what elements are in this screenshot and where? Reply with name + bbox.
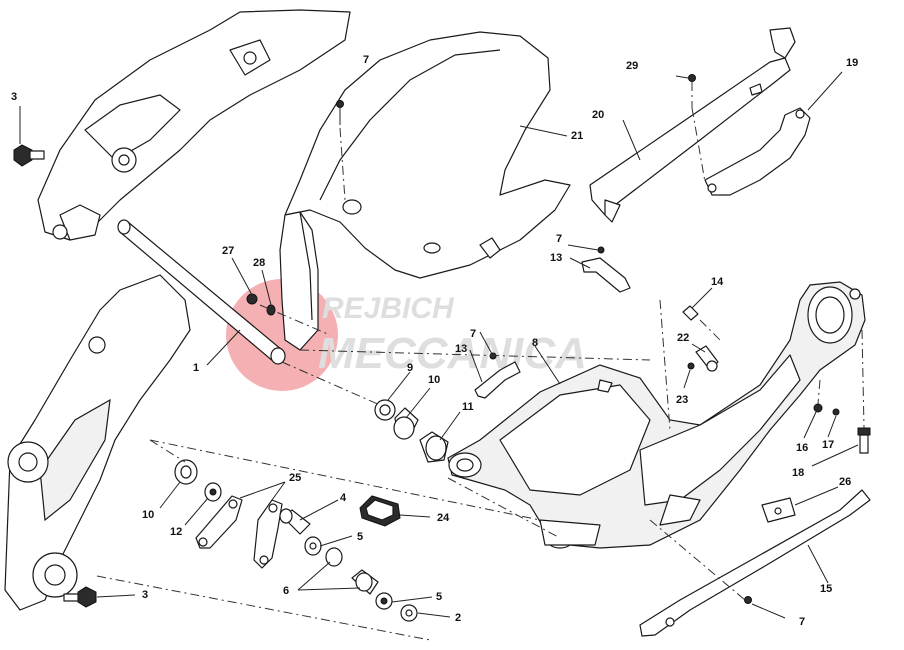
bushing-10-lower	[174, 459, 198, 485]
washer-5-lower	[375, 592, 393, 610]
callout-4: 4	[340, 492, 347, 504]
upper-frame	[37, 9, 351, 241]
callout-10-lower: 10	[142, 509, 154, 521]
callout-13-upper: 13	[550, 252, 562, 264]
callout-13-lower: 13	[455, 343, 467, 355]
plug-24	[359, 495, 401, 527]
callout-labels: 3 3 1 2 4 5 5 6 7 7 7 7 8 9 10 10 11 12 …	[11, 54, 858, 628]
callout-12: 12	[170, 526, 182, 538]
bolt-lower	[63, 586, 136, 608]
bolt-upper	[13, 106, 45, 167]
callout-7-slider: 7	[799, 616, 805, 628]
callout-8: 8	[532, 337, 538, 349]
callout-25: 25	[289, 472, 301, 484]
screw-27	[246, 293, 258, 305]
bushing-10-upper	[393, 407, 419, 440]
nut-16	[813, 403, 823, 413]
callout-24: 24	[437, 512, 450, 524]
lower-frame	[4, 274, 191, 611]
callout-21: 21	[571, 130, 583, 142]
assembly-lines	[96, 107, 865, 641]
swingarm	[447, 281, 866, 549]
washer-17	[832, 408, 840, 416]
callout-27: 27	[222, 245, 234, 257]
screw-14	[682, 305, 699, 321]
callout-10-upper: 10	[428, 374, 440, 386]
washer-28	[266, 304, 276, 316]
pin-4	[279, 508, 311, 535]
callout-22: 22	[677, 332, 689, 344]
screw-7-mudguard	[336, 100, 344, 125]
callout-26: 26	[839, 476, 851, 488]
cable-clip-lower	[474, 352, 521, 399]
bushing-9	[374, 399, 396, 421]
fitting-22	[695, 345, 719, 372]
callout-17: 17	[822, 439, 834, 451]
callout-15: 15	[820, 583, 832, 595]
callout-29: 29	[626, 60, 638, 72]
callout-5-upper: 5	[357, 531, 363, 543]
washer-2	[400, 604, 418, 622]
small-plate	[761, 486, 839, 523]
callout-3-upper: 3	[11, 91, 17, 103]
spacer-11	[419, 431, 449, 463]
washer-5-upper	[304, 536, 322, 556]
bolt-18	[857, 427, 871, 454]
callout-5-lower: 5	[436, 591, 442, 603]
callout-20: 20	[592, 109, 604, 121]
callout-7-clip-upper: 7	[556, 233, 562, 245]
chain-guard-bracket	[704, 71, 843, 196]
callout-9: 9	[407, 362, 413, 374]
callout-18: 18	[792, 467, 804, 479]
callout-7-clip-lower: 7	[470, 328, 476, 340]
callout-7-mudguard: 7	[363, 54, 369, 66]
screw-29	[688, 74, 696, 108]
callout-16: 16	[796, 442, 808, 454]
spacer-6-a	[325, 547, 343, 567]
cable-clip-upper	[581, 246, 631, 293]
callout-28: 28	[253, 257, 265, 269]
callout-1: 1	[193, 362, 199, 374]
watermark-line-2: MECCANICA	[318, 329, 587, 378]
rear-mudguard	[279, 31, 571, 351]
seal-12	[204, 482, 222, 502]
leader-lines	[159, 75, 859, 618]
watermark-logo: REJBICH MECCANICA	[226, 279, 587, 391]
screw-23	[687, 362, 695, 370]
callout-6: 6	[283, 585, 289, 597]
watermark-line-1: REJBICH	[322, 292, 455, 325]
chain-slider	[639, 489, 871, 637]
callout-3-lower: 3	[142, 589, 148, 601]
callout-2: 2	[455, 612, 461, 624]
link-plates-25	[195, 495, 283, 569]
screw-7-slider	[744, 596, 786, 619]
spacer-6-b	[351, 569, 379, 595]
callout-14: 14	[711, 276, 724, 288]
callout-11: 11	[462, 401, 474, 413]
pivot-shaft	[117, 219, 286, 365]
chain-guard	[589, 27, 796, 223]
callout-23: 23	[676, 394, 688, 406]
callout-19: 19	[846, 57, 858, 69]
